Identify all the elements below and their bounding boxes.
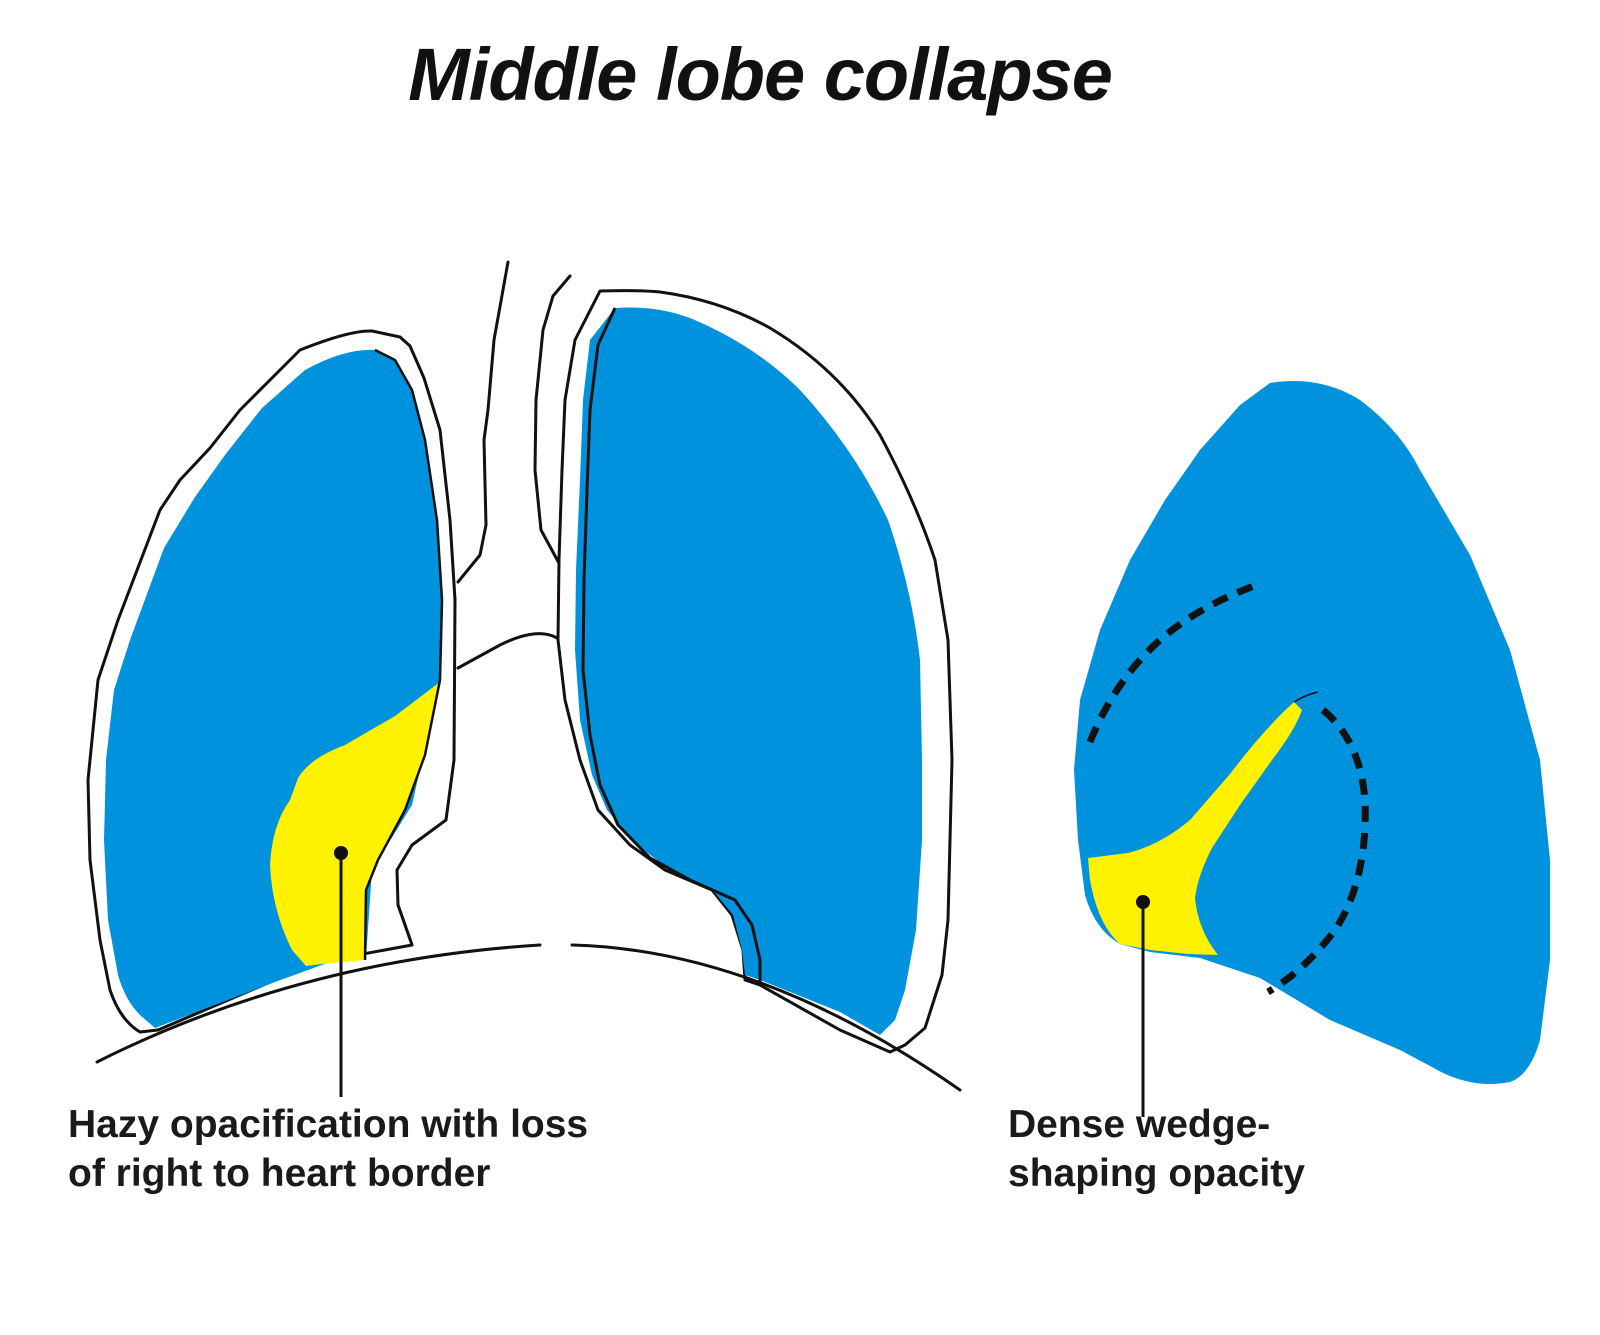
frontal-leader-dot: [334, 846, 348, 860]
diagram-title: Middle lobe collapse: [408, 33, 1113, 116]
frontal-caption: Hazy opacification with loss of right to…: [68, 1100, 588, 1198]
left-lung: [575, 307, 922, 1035]
lateral-caption-line-2: shaping opacity: [1008, 1152, 1305, 1195]
fissure-line: [1293, 691, 1319, 703]
left-lung-inner-outline: [581, 307, 762, 985]
lateral-caption: Dense wedge- shaping opacity: [1008, 1100, 1305, 1198]
frontal-caption-line-2: of right to heart border: [68, 1152, 491, 1195]
horizontal-fissure-dashed: [1266, 707, 1369, 996]
trachea-outline: [456, 260, 572, 670]
diaphragm-outline: [95, 943, 962, 1092]
lateral-caption-line-1: Dense wedge-: [1008, 1103, 1271, 1146]
oblique-fissure-dashed: [1086, 579, 1264, 744]
right-lung-inner-outline: [363, 348, 444, 961]
wedge-opacity: [1088, 702, 1302, 955]
lateral-lung: [1074, 381, 1550, 1084]
hazy-opacification: [270, 682, 440, 966]
lateral-leader-dot: [1136, 895, 1150, 909]
lateral-chest-view: [1074, 381, 1550, 1117]
frontal-chest-view: [86, 260, 962, 1097]
frontal-caption-line-1: Hazy opacification with loss: [68, 1103, 589, 1146]
